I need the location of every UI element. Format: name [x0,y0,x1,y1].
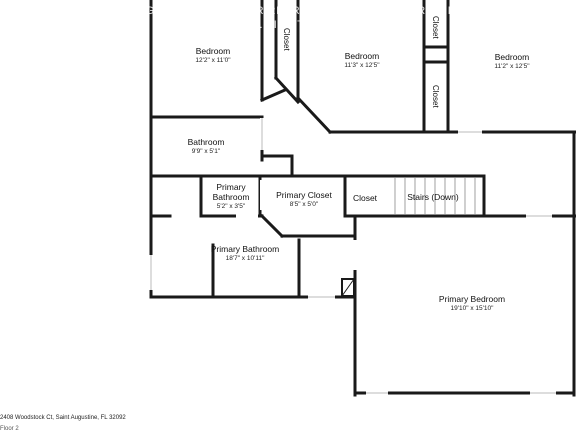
room-dims: 18'7" x 10'11" [225,255,265,262]
listing-notice-line2: ...APPLY ... AND ... INVITATION ... WEBS… [166,19,410,31]
closet-label-c: Closet [431,85,440,108]
room-bedroom-3: Bedroom 11'2" x 12'5" [472,52,552,71]
room-name: Bathroom [187,137,225,147]
closet-label-d: Closet [352,193,378,203]
room-dims: 11'3" x 12'5" [344,62,380,69]
wall [273,75,301,105]
room-primary-closet: Primary Closet 8'5" x 5'0" [270,190,338,209]
room-primary-bedroom: Primary Bedroom 19'10" x 15'10" [412,294,532,313]
room-name: Primary Bathroom [210,244,280,254]
closet-label-b: Closet [431,16,440,39]
listing-notice: ...ESE LISTING ON A MAP LIST OR REPRODUC… [0,4,576,32]
closet-label-a: Closet [282,28,291,51]
room-bedroom-1: Bedroom 12'2" x 11'0" [173,46,253,65]
address-caption: 2408 Woodstock Ct, Saint Augustine, FL 3… [0,415,126,421]
wall [295,95,333,135]
room-name: Bedroom [195,46,231,56]
room-dims: 11'2" x 12'5" [494,63,530,70]
stairs-label: Stairs (Down) [407,192,459,202]
room-name: Bedroom [344,51,380,61]
room-dims: 12'2" x 11'0" [195,57,231,64]
room-bathroom: Bathroom 9'9" x 5'1" [166,137,246,156]
room-dims: 8'5" x 5'0" [289,201,319,208]
room-name: Primary Bedroom [438,294,506,304]
listing-notice-line1: ...ESE LISTING ON A MAP LIST OR REPRODUC… [70,5,506,17]
room-dims: 5'2" x 3'5" [216,203,246,210]
room-primary-bathroom: Primary Bathroom 18'7" x 10'11" [185,244,305,263]
room-dims: 19'10" x 15'10" [450,305,494,312]
room-primary-bathroom-small: Primary Bathroom 5'2" x 3'5" [203,182,259,211]
watermark-logo: invitation [418,348,497,370]
room-name: Primary Bathroom [212,182,250,202]
room-name: Primary Closet [276,190,332,200]
wall [260,88,287,102]
wall [259,213,285,239]
room-dims: 9'9" x 5'1" [191,148,221,155]
room-name: Bedroom [494,52,530,62]
stair-treads [394,177,476,215]
floor-caption: Floor 2 [0,426,19,432]
room-bedroom-2: Bedroom 11'3" x 12'5" [322,51,402,70]
mechanical-box [341,278,355,297]
